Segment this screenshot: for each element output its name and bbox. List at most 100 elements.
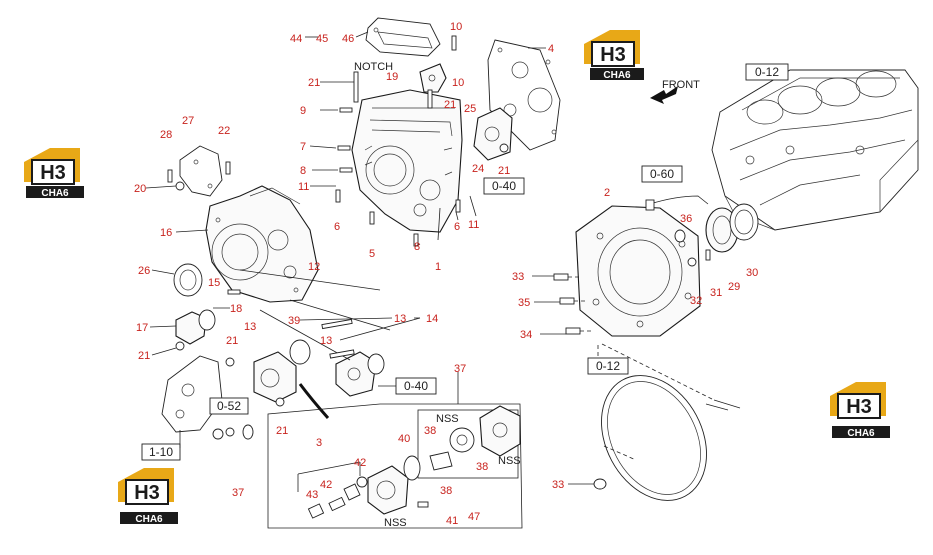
- part-number[interactable]: 13: [394, 313, 406, 325]
- nss-label: NSS: [498, 455, 521, 467]
- part-number[interactable]: 46: [342, 33, 354, 45]
- part-number[interactable]: 26: [138, 265, 150, 277]
- part-number[interactable]: 33: [512, 271, 524, 283]
- bolt-icon: [417, 501, 429, 508]
- part-number[interactable]: 21: [226, 335, 238, 347]
- bracket-part-19: [419, 63, 447, 93]
- oil-seal-part-26: [173, 263, 203, 297]
- brand-logo-top: H3 CHA6: [584, 30, 644, 81]
- ref-0-12-top[interactable]: 0-12: [755, 65, 779, 79]
- bolt-icon: [455, 199, 461, 213]
- part-number[interactable]: 31: [710, 287, 722, 299]
- part-number[interactable]: 11: [468, 219, 479, 231]
- part-number[interactable]: 19: [386, 71, 398, 83]
- part-number[interactable]: 24: [472, 163, 484, 175]
- part-number[interactable]: 22: [218, 125, 230, 137]
- part-number[interactable]: 37: [454, 363, 466, 375]
- part-number[interactable]: 21: [276, 425, 288, 437]
- part-number[interactable]: 21: [444, 99, 456, 111]
- part-number[interactable]: 42: [354, 457, 366, 469]
- ref-0-52[interactable]: 0-52: [217, 399, 241, 413]
- part-number[interactable]: 5: [369, 248, 375, 260]
- flywheel-ring: [601, 375, 707, 501]
- part-number[interactable]: 9: [300, 105, 306, 117]
- part-number[interactable]: 11: [298, 181, 309, 193]
- part-number[interactable]: 35: [518, 297, 530, 309]
- part-number[interactable]: 15: [208, 277, 220, 289]
- part-number[interactable]: 42: [320, 479, 332, 491]
- part-number[interactable]: 45: [316, 33, 328, 45]
- part-number[interactable]: 25: [464, 103, 476, 115]
- bolt-icon: [225, 161, 231, 175]
- part-number[interactable]: 20: [134, 183, 146, 195]
- part-number[interactable]: 33: [552, 479, 564, 491]
- ref-0-12-lower[interactable]: 0-12: [596, 359, 620, 373]
- logo-mark: H3: [134, 482, 160, 504]
- part-number[interactable]: 37: [232, 487, 244, 499]
- notch-label: NOTCH: [354, 61, 393, 73]
- sensor-wire: [649, 195, 709, 205]
- part-number[interactable]: 41: [446, 515, 458, 527]
- bolt-icon: [339, 167, 353, 173]
- ref-0-40-upper[interactable]: 0-40: [492, 179, 516, 193]
- part-number[interactable]: 10: [452, 77, 464, 89]
- part-number[interactable]: 2: [604, 187, 610, 199]
- ref-box-0-12[interactable]: [745, 63, 789, 81]
- ref-box-0-12-lower[interactable]: [587, 357, 629, 375]
- nss-label: NSS: [436, 413, 459, 425]
- part-number[interactable]: 21: [498, 165, 510, 177]
- part-number[interactable]: 47: [468, 511, 480, 523]
- part-number[interactable]: 36: [680, 213, 692, 225]
- bolt-icon: [329, 349, 355, 359]
- ref-box-0-60[interactable]: [641, 165, 683, 183]
- ref-box-0-52[interactable]: [209, 397, 249, 415]
- part-number[interactable]: 40: [398, 433, 410, 445]
- part-number[interactable]: 7: [300, 141, 306, 153]
- ref-box-0-40[interactable]: [483, 177, 525, 195]
- part-number[interactable]: 8: [414, 241, 420, 253]
- part-number[interactable]: 43: [306, 489, 318, 501]
- part-number[interactable]: 13: [320, 335, 332, 347]
- part-number[interactable]: 32: [690, 295, 702, 307]
- part-number[interactable]: 12: [308, 261, 320, 273]
- part-number[interactable]: 30: [746, 267, 758, 279]
- bolt-icon: [687, 257, 697, 267]
- bolt-icon: [451, 35, 457, 51]
- part-number[interactable]: 14: [426, 313, 438, 325]
- front-label: FRONT: [662, 79, 700, 91]
- part-number[interactable]: 13: [244, 321, 256, 333]
- bolt-icon: [227, 289, 241, 295]
- rotor-nss: [449, 427, 475, 453]
- ref-box-1-10[interactable]: [141, 443, 181, 461]
- part-number[interactable]: 38: [424, 425, 436, 437]
- part-number[interactable]: 38: [476, 461, 488, 473]
- part-number[interactable]: 21: [138, 350, 150, 362]
- part-number[interactable]: 10: [450, 21, 462, 33]
- part-number[interactable]: 29: [728, 281, 740, 293]
- part-number[interactable]: 6: [454, 221, 460, 233]
- part-number[interactable]: 17: [136, 322, 148, 334]
- ref-0-40-lower[interactable]: 0-40: [404, 379, 428, 393]
- part-number[interactable]: 34: [520, 329, 532, 341]
- brand-logo-left: H3 CHA6: [24, 148, 84, 199]
- logo-mark: H3: [600, 44, 626, 66]
- part-number[interactable]: 21: [308, 77, 320, 89]
- part-number[interactable]: 8: [300, 165, 306, 177]
- part-number[interactable]: 6: [334, 221, 340, 233]
- part-number[interactable]: 38: [440, 485, 452, 497]
- part-number[interactable]: 3: [316, 437, 322, 449]
- bolt-part-34: [565, 327, 581, 335]
- part-number[interactable]: 39: [288, 315, 300, 327]
- bolt-icon: [225, 357, 235, 367]
- part-number[interactable]: 27: [182, 115, 194, 127]
- part-number[interactable]: 18: [230, 303, 242, 315]
- part-number[interactable]: 4: [548, 43, 554, 55]
- part-number[interactable]: 28: [160, 129, 172, 141]
- part-number[interactable]: 44: [290, 33, 302, 45]
- part-number[interactable]: 1: [435, 261, 441, 273]
- ref-1-10[interactable]: 1-10: [149, 445, 173, 459]
- ref-0-60[interactable]: 0-60: [650, 167, 674, 181]
- sensor-icon: [645, 199, 655, 211]
- bolt-icon: [275, 397, 285, 407]
- part-number[interactable]: 16: [160, 227, 172, 239]
